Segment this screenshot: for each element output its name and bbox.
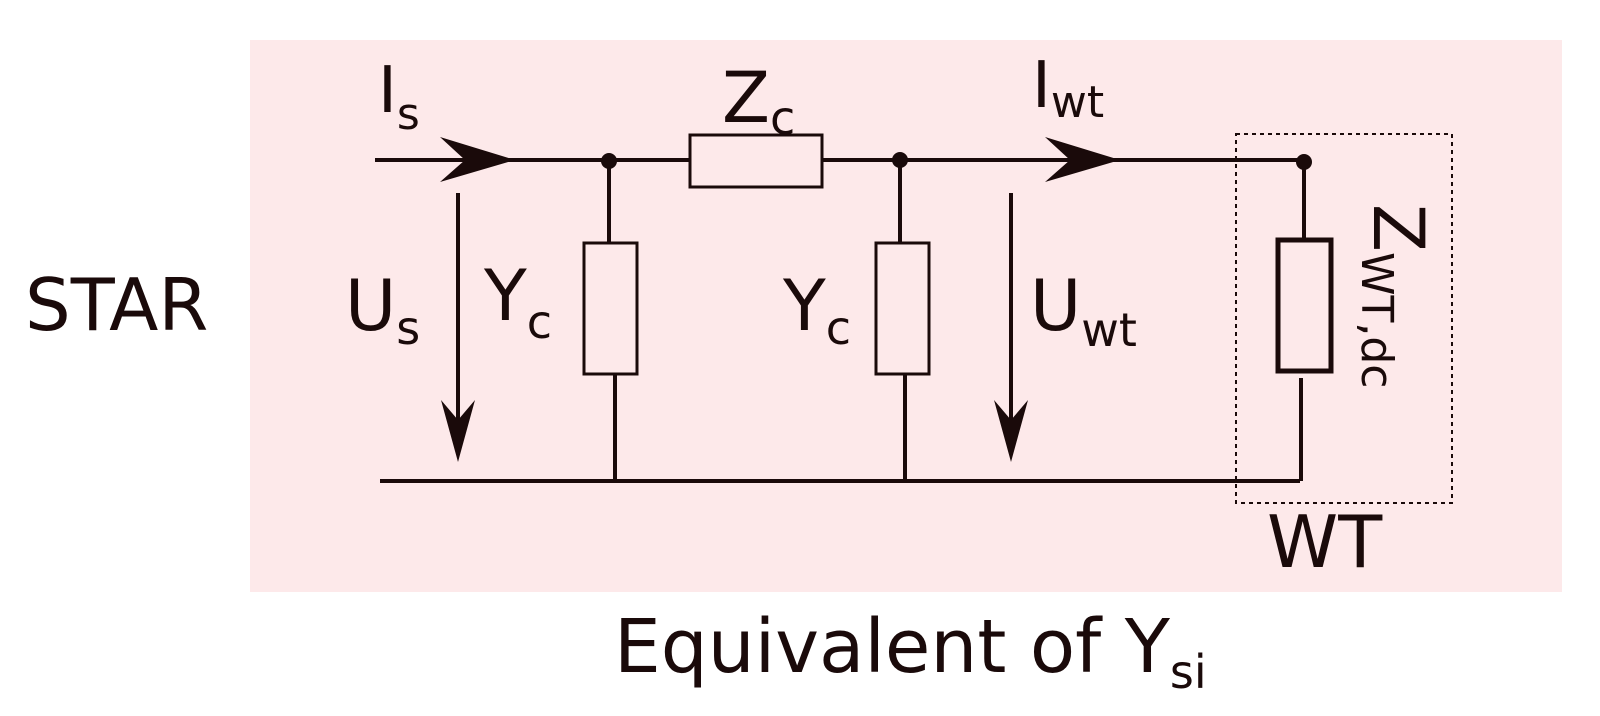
wt-impedance-label-group: ZWT,dc bbox=[1351, 204, 1439, 388]
voltage-arrow-us-head bbox=[441, 400, 475, 462]
current-source-label: Is bbox=[378, 54, 420, 140]
current-wt-label: Iwt bbox=[1032, 49, 1104, 128]
current-arrow-is bbox=[440, 137, 515, 182]
wt-impedance-label: ZWT,dc bbox=[1351, 204, 1439, 388]
wt-box-label: WT bbox=[1267, 500, 1383, 584]
shunt-left-resistor bbox=[582, 241, 639, 376]
series-impedance-resistor bbox=[688, 133, 824, 189]
wt-impedance-resistor bbox=[1275, 237, 1334, 374]
series-impedance-label: Zc bbox=[722, 57, 795, 145]
star-label: STAR bbox=[25, 263, 208, 347]
voltage-source-label: Us bbox=[345, 265, 420, 355]
voltage-arrow-uwt-head bbox=[994, 400, 1028, 462]
shunt-right-label: Yc bbox=[782, 265, 851, 355]
equivalent-panel bbox=[250, 40, 1562, 592]
current-arrow-iwt bbox=[1045, 137, 1120, 182]
caption: Equivalent of Ysi bbox=[614, 604, 1207, 699]
shunt-left-label: Yc bbox=[483, 255, 552, 349]
wt-dotted-box bbox=[1235, 133, 1453, 504]
voltage-wt-label: Uwt bbox=[1030, 265, 1137, 357]
shunt-right-resistor bbox=[874, 241, 931, 376]
